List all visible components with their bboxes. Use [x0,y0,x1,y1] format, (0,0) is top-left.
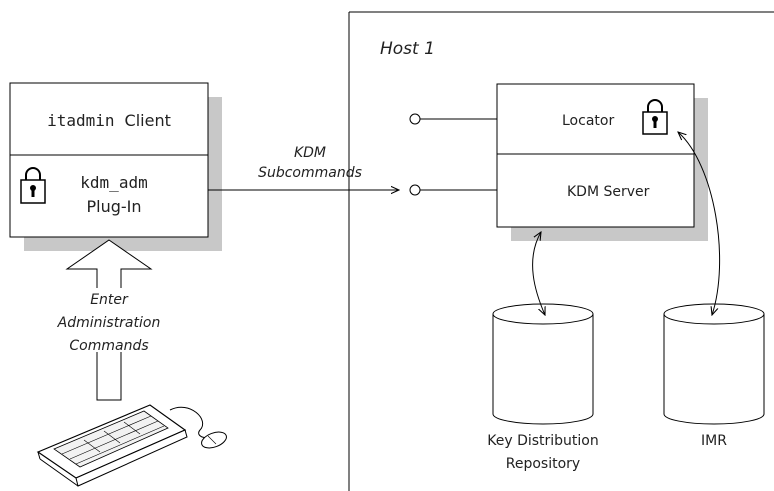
database-icon [663,303,765,425]
input-label-line3: Commands [69,338,148,354]
plugin-name: kdm_adm [80,173,147,192]
connection-label-line2: Subcommands [258,165,362,181]
input-label-backdrop [82,288,137,352]
kdr-label-line1: Key Distribution [487,433,599,449]
client-title: itadmin Client [47,111,171,130]
mouse-icon [169,406,227,449]
database-icon [492,303,594,425]
plugin-suffix: Plug-In [86,197,141,216]
imr-label: IMR [701,433,727,449]
host-label: Host 1 [380,39,435,59]
padlock-icon [20,167,46,204]
locator-interface [409,113,497,125]
kdm-server-interface [409,184,497,196]
kdr-label-line2: Repository [506,456,580,472]
keyboard-icon [36,404,188,487]
locator-to-imr-arrow [678,132,721,315]
padlock-icon [642,99,668,135]
input-label-line1: Enter [90,292,129,308]
kdm-server-label: KDM Server [567,184,650,200]
kdm-server-to-repository-arrow [532,232,545,315]
server-box: Locator KDM Server [496,83,708,241]
connection-label-line1: KDM [294,145,326,161]
locator-label: Locator [562,113,614,129]
itadmin-client-box: itadmin Client kdm_adm Plug-In [9,82,222,251]
input-label-line2: Administration [57,315,161,331]
